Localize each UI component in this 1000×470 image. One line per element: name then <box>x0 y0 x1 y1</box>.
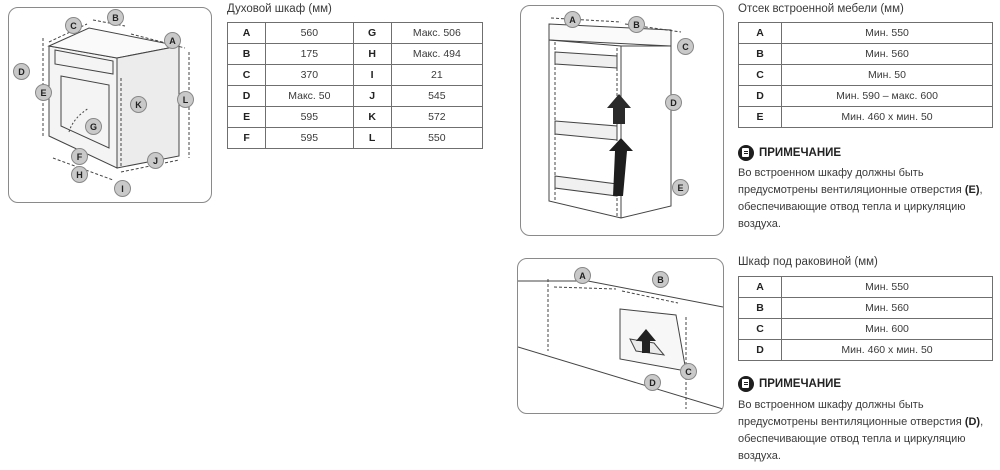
dimension-marker-e: E <box>672 179 689 196</box>
dimension-key: H <box>352 43 392 65</box>
dimension-marker-e: E <box>35 84 52 101</box>
dimension-value: Мин. 550 <box>781 22 993 44</box>
dimension-value: 175 <box>265 43 354 65</box>
dimension-key: B <box>738 43 782 65</box>
cabinet-table-title: Отсек встроенной мебели (мм) <box>738 3 904 15</box>
dimension-value: Мин. 600 <box>781 318 993 340</box>
oven-table-title: Духовой шкаф (мм) <box>227 3 332 15</box>
dimension-marker-i: I <box>114 180 131 197</box>
dimension-value: 545 <box>390 85 484 107</box>
dimension-marker-b: B <box>652 271 669 288</box>
dimension-marker-d: D <box>665 94 682 111</box>
dimension-marker-c: C <box>680 363 697 380</box>
dimension-marker-h: H <box>71 166 88 183</box>
dimension-key: F <box>226 127 267 149</box>
dimension-value: Мин. 50 <box>781 64 993 86</box>
dimension-value: 595 <box>265 106 354 128</box>
dimension-marker-b: B <box>107 9 124 26</box>
dimension-value: Мин. 590 – макс. 600 <box>781 85 993 107</box>
cabinet-note-heading: ПРИМЕЧАНИЕ <box>738 145 841 161</box>
dimension-value: Мин. 460 x мин. 50 <box>781 106 993 128</box>
dimension-key: A <box>226 22 267 44</box>
dimension-key: C <box>226 64 267 86</box>
dimension-key: D <box>226 85 267 107</box>
sink-diagram-panel: A B C D <box>517 258 724 414</box>
dimension-marker-f: F <box>71 148 88 165</box>
dimension-key: D <box>738 339 782 361</box>
dimension-key: C <box>738 318 782 340</box>
dimension-key: D <box>738 85 782 107</box>
dimension-key: I <box>352 64 392 86</box>
dimension-key: B <box>226 43 267 65</box>
cabinet-note-heading-text: ПРИМЕЧАНИЕ <box>759 147 842 159</box>
dimension-value: Макс. 50 <box>265 85 354 107</box>
cabinet-note-text: Во встроенном шкафу должны быть предусмо… <box>738 167 983 230</box>
dimension-key: B <box>738 297 782 319</box>
cabinet-diagram <box>548 17 682 219</box>
dimension-marker-j: J <box>147 152 164 169</box>
dimension-marker-a: A <box>564 11 581 28</box>
dimension-value: 595 <box>265 127 354 149</box>
dimension-marker-k: K <box>130 96 147 113</box>
dimension-key: E <box>226 106 267 128</box>
dimension-key: L <box>352 127 392 149</box>
dimension-marker-l: L <box>177 91 194 108</box>
dimension-value: 550 <box>390 127 484 149</box>
dimension-value: Макс. 506 <box>390 22 484 44</box>
dimension-key: G <box>352 22 392 44</box>
dimension-value: Мин. 560 <box>781 297 993 319</box>
dimension-marker-a: A <box>574 267 591 284</box>
dimension-value: 560 <box>265 22 354 44</box>
dimension-key: C <box>738 64 782 86</box>
dimension-key: A <box>738 22 782 44</box>
dimension-marker-g: G <box>85 118 102 135</box>
dimension-value: Мин. 550 <box>781 276 993 298</box>
sink-note-text: Во встроенном шкафу должны быть предусмо… <box>738 399 984 462</box>
dimension-key: E <box>738 106 782 128</box>
dimension-marker-d: D <box>13 63 30 80</box>
sink-diagram <box>518 279 723 410</box>
dimension-key: J <box>352 85 392 107</box>
dimension-value: 370 <box>265 64 354 86</box>
note-icon <box>738 376 754 392</box>
note-icon <box>738 145 754 161</box>
dimension-marker-a: A <box>164 32 181 49</box>
dimension-marker-c: C <box>65 17 82 34</box>
dimension-marker-d: D <box>644 374 661 391</box>
dimension-value: Мин. 460 x мин. 50 <box>781 339 993 361</box>
dimension-key: K <box>352 106 392 128</box>
dimension-marker-b: B <box>628 16 645 33</box>
dimension-value: Макс. 494 <box>390 43 484 65</box>
dimension-value: 572 <box>390 106 484 128</box>
cabinet-diagram-panel: A B C D E <box>520 5 724 236</box>
sink-table-title: Шкаф под раковиной (мм) <box>738 256 878 268</box>
dimension-value: 21 <box>390 64 484 86</box>
sink-note-heading-text: ПРИМЕЧАНИЕ <box>759 378 842 390</box>
dimension-marker-c: C <box>677 38 694 55</box>
dimension-value: Мин. 560 <box>781 43 993 65</box>
sink-note-heading: ПРИМЕЧАНИЕ <box>738 376 841 392</box>
dimension-key: A <box>738 276 782 298</box>
